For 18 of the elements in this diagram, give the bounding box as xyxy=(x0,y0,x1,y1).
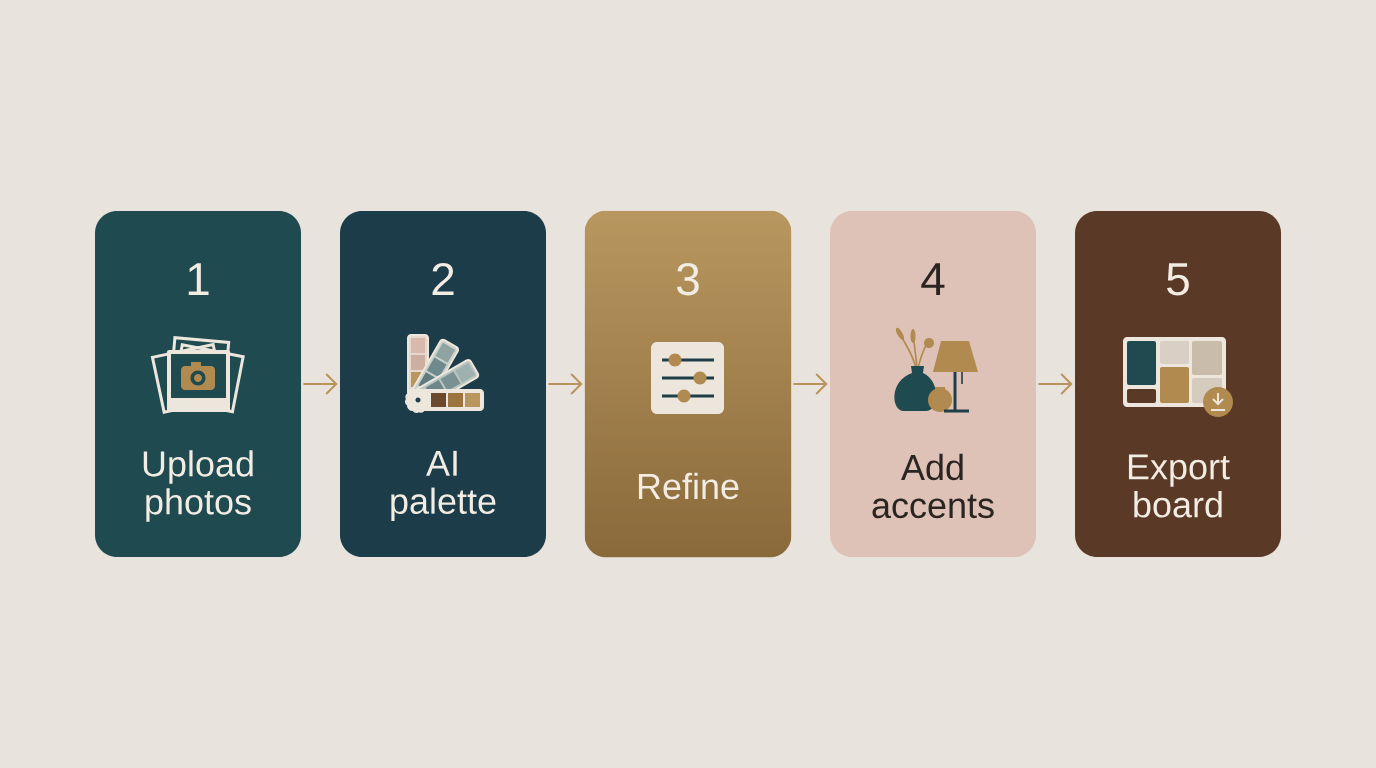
step-card xyxy=(830,211,1036,557)
step-label: Upload photos xyxy=(143,450,253,522)
step-label: Export board xyxy=(1128,454,1230,518)
step-card xyxy=(95,211,301,557)
arrow xyxy=(792,373,828,395)
step-label: Refine xyxy=(638,472,739,500)
arrow xyxy=(302,373,338,395)
step-number: 4 xyxy=(921,263,945,295)
step-label: AI palette xyxy=(391,450,496,522)
step-card xyxy=(584,210,792,558)
step-number: 5 xyxy=(1167,263,1189,296)
step-card xyxy=(340,211,546,557)
step-number: 3 xyxy=(676,262,699,296)
arrow xyxy=(547,373,583,395)
step-number: 1 xyxy=(188,263,209,295)
step-number: 2 xyxy=(432,262,454,295)
arrow xyxy=(1037,373,1073,395)
step-label: Add accents xyxy=(872,453,994,519)
